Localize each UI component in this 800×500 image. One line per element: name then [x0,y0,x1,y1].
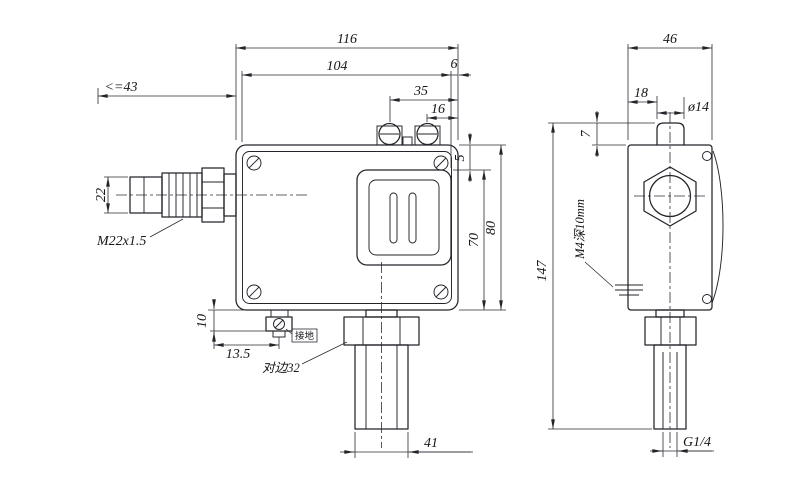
terminal-screw-left [378,122,401,146]
dim-depth: 46 [663,32,677,47]
ground-stem [270,309,289,318]
cable-gland [116,167,308,223]
dim-terminal-span: 35 [413,84,428,99]
dim-cap-diameter: ø14 [687,100,709,115]
terminal-divider [402,136,413,146]
dim-ground-drop: 10 [195,314,210,328]
side-port-hex-nut [644,316,697,346]
terminal-screw-right [416,122,439,146]
gland-collar [223,173,237,217]
screw-icon [246,155,262,171]
dim-terminal-pitch: 16 [431,102,445,117]
front-body-outline [235,144,459,311]
dim-cap-offset: 18 [634,86,648,101]
terminal-screws [376,122,441,146]
dim-right-offset: 6 [451,57,458,72]
dim-connector-length: <=43 [105,80,138,95]
front-dimension-labels: 116 104 6 35 16 <=43 22 M22x1.5 5 70 80 … [94,32,499,451]
front-dimension-lines [97,44,506,458]
side-m4-holes [615,284,643,296]
label-connector-thread: M22x1.5 [96,234,146,249]
screw-icon [246,284,262,300]
ground-tab [272,330,286,338]
ground-terminal [265,309,318,343]
window-slot-right [408,192,417,244]
display-window [356,169,452,266]
side-screw-top-icon [702,151,712,161]
ground-label-box [291,328,318,343]
label-m4-hole: M4深10mm [573,199,587,260]
dim-port-width: 41 [424,436,438,451]
pressure-port-side [644,309,697,430]
label-process-thread: G1/4 [683,435,711,450]
dim-total-height: 147 [535,260,550,282]
window-inner-frame [368,179,440,256]
window-outer-frame [356,169,452,266]
dim-body-height: 80 [484,221,499,235]
dim-ground-offset: 13.5 [226,347,251,362]
dim-cover-step: 5 [453,155,468,162]
dim-overall-width: 116 [337,32,357,47]
front-body-inner-line [242,151,452,304]
side-view [615,112,724,448]
dim-window-height: 70 [467,233,482,247]
side-dimension-lines [548,44,714,457]
side-top-cap [656,122,685,146]
side-dimension-labels: 46 18 ø14 7 M4深10mm 147 G1/4 [535,32,711,450]
label-hex-across-flats: 对边32 [262,361,300,375]
window-slot-left [389,192,398,244]
side-edge-curve [711,150,724,304]
side-screw-bottom-icon [702,294,712,304]
ground-screw-icon [273,318,285,330]
screw-icon [433,284,449,300]
dim-cover-width: 104 [327,59,348,74]
label-ground: 接地 [295,330,315,342]
dim-connector-height: 22 [94,188,109,202]
dim-cap-height: 7 [579,130,594,138]
front-view [116,122,459,448]
side-port-pipe [653,344,687,430]
corner-screws [246,155,449,300]
pressure-port-front [343,262,420,448]
